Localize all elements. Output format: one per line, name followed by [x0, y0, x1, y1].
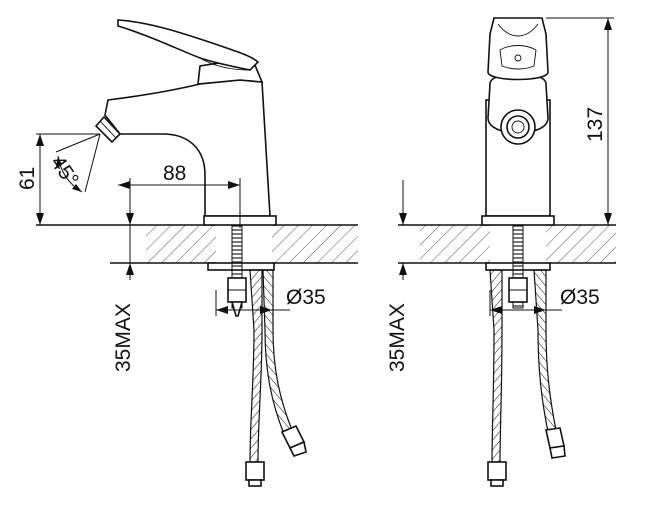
dimension-angle: 45°	[46, 133, 101, 193]
dimension-thickness-side: 35MAX	[112, 213, 135, 372]
mounting-assembly-side	[227, 225, 307, 487]
reach-88-label: 88	[163, 162, 186, 185]
dimension-hole-front: Ø35	[489, 286, 600, 316]
angle-label: 45°	[46, 152, 83, 191]
thickness-front-label: 35MAX	[386, 303, 409, 372]
dimension-hole-side: Ø35	[215, 286, 326, 316]
countertop-front	[398, 224, 616, 264]
dimension-thickness-front: 35MAX	[386, 180, 409, 372]
front-view: 137 35MAX Ø35	[386, 17, 616, 487]
faucet-body-front	[481, 17, 555, 271]
height-61-label: 61	[16, 167, 39, 190]
height-137-label: 137	[584, 107, 607, 142]
dimension-height-61: 61	[16, 133, 100, 225]
hole-side-label: Ø35	[286, 286, 326, 309]
side-view: 45° 61 88 35MAX	[16, 19, 358, 487]
dimension-height-137: 137	[546, 17, 614, 225]
dimension-reach-88: 88	[118, 162, 241, 228]
thickness-side-label: 35MAX	[112, 303, 135, 372]
hole-front-label: Ø35	[560, 286, 600, 309]
countertop-side	[36, 224, 358, 264]
